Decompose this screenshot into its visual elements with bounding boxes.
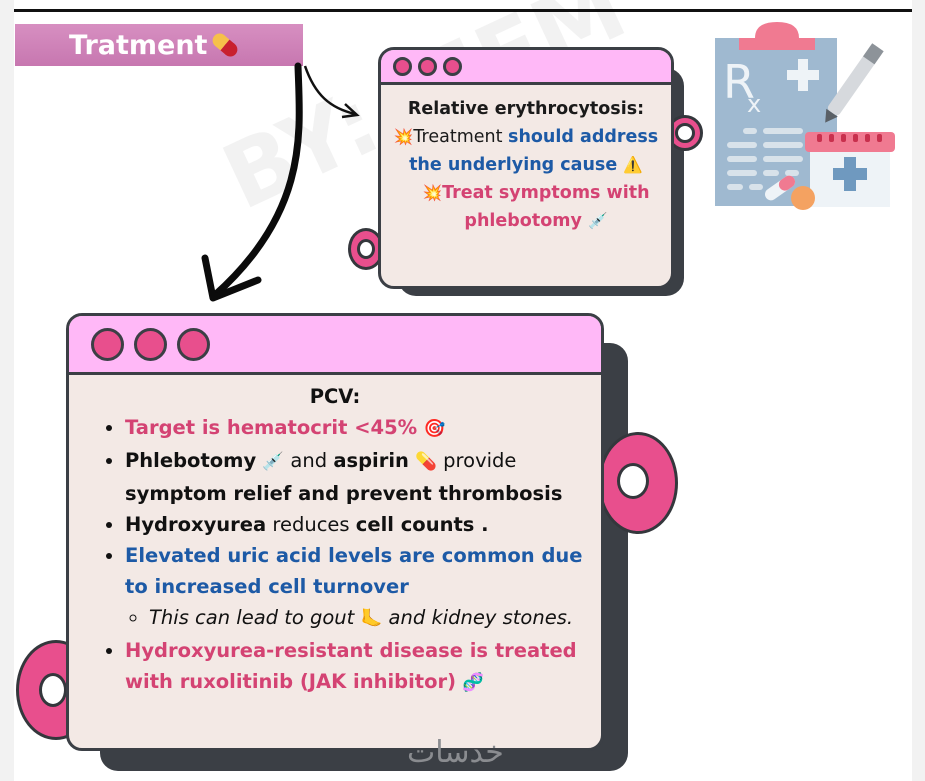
list-item: Hydroxyurea-resistant disease is treated… [125, 635, 585, 699]
hydroxyurea-label: Hydroxyurea [125, 513, 267, 536]
text-segment: reduces [266, 513, 356, 536]
ring-decoration [598, 432, 678, 534]
target-icon: 🎯 [423, 419, 446, 439]
phlebotomy-text: Treat symptoms with phlebotomy [442, 183, 650, 231]
symptoms-line: 💥Treat symptoms with phlebotomy 💉 [387, 179, 665, 235]
syringe-icon: 💉 [262, 452, 285, 472]
sub-list: This can lead to gout 🦶 and kidney stone… [125, 602, 585, 635]
window-dot-icon [443, 56, 462, 76]
card-body: PCV: Target is hematocrit <45% 🎯 Phlebot… [69, 375, 601, 699]
page-title: Tratment [69, 29, 208, 61]
window-dot-icon [177, 327, 210, 361]
cell-counts-text: cell counts . [355, 513, 489, 536]
card-heading: PCV: [309, 385, 361, 408]
prescription-clipboard-icon: R x [715, 22, 895, 210]
list-item: Target is hematocrit <45% 🎯 [125, 412, 585, 445]
right-margin [912, 0, 925, 781]
svg-text:x: x [747, 90, 761, 118]
card-window: PCV: Target is hematocrit <45% 🎯 Phlebot… [66, 313, 604, 751]
left-margin [0, 0, 14, 781]
list-item: Phlebotomy 💉 and aspirin 💊 provide sympt… [125, 445, 585, 509]
list-item: Elevated uric acid levels are common due… [125, 540, 585, 635]
window-titlebar [69, 316, 601, 375]
text-segment: This can lead to gout [149, 606, 361, 629]
symptom-relief-text: symptom relief and prevent thrombosis [125, 482, 563, 505]
text-segment: and kidney stones. [382, 606, 574, 629]
text-segment: provide [436, 449, 517, 472]
window-dot-icon [418, 56, 437, 76]
window-titlebar [381, 50, 671, 85]
card-body: Relative erythrocytosis: 💥Treatment shou… [381, 85, 671, 235]
pcv-list: Target is hematocrit <45% 🎯 Phlebotomy 💉… [85, 412, 585, 699]
window-dot-icon [134, 327, 167, 361]
hematocrit-target-text: Target is hematocrit <45% [125, 416, 418, 439]
collision-icon: 💥 [422, 183, 443, 202]
rx-symbol: R [723, 55, 755, 109]
window-dot-icon [393, 56, 412, 76]
card-window: Relative erythrocytosis: 💥Treatment shou… [378, 47, 674, 289]
treatment-line: 💥Treatment should address the underlying… [387, 123, 665, 179]
pill-icon: 💊 [415, 452, 437, 472]
card-heading: Relative erythrocytosis: [407, 99, 645, 119]
text-segment: and [284, 449, 334, 472]
arrow-to-pcv-head [201, 254, 262, 302]
aspirin-label: aspirin [333, 449, 409, 472]
foot-icon: 🦶 [360, 609, 383, 629]
sub-list-item: This can lead to gout 🦶 and kidney stone… [149, 602, 585, 635]
title-banner: Tratment [15, 24, 303, 66]
footer-watermark: خدسات [407, 735, 504, 770]
ruxolitinib-text: Hydroxyurea-resistant disease is treated… [125, 639, 577, 693]
phlebotomy-label: Phlebotomy [125, 449, 257, 472]
list-item: Hydroxyurea reduces cell counts . [125, 509, 585, 540]
uric-acid-text: Elevated uric acid levels are common due… [125, 544, 583, 598]
collision-icon: 💥 [393, 127, 414, 146]
syringe-icon: 💉 [587, 211, 608, 230]
treatment-label: Treatment [413, 127, 509, 147]
window-dot-icon [91, 327, 124, 361]
top-divider [14, 9, 912, 12]
warning-icon: ⚠️ [623, 155, 643, 174]
underlying-cause-text: should address the underlying cause [409, 127, 659, 175]
dna-icon: 🧬 [462, 673, 485, 693]
pill-icon [212, 33, 238, 57]
